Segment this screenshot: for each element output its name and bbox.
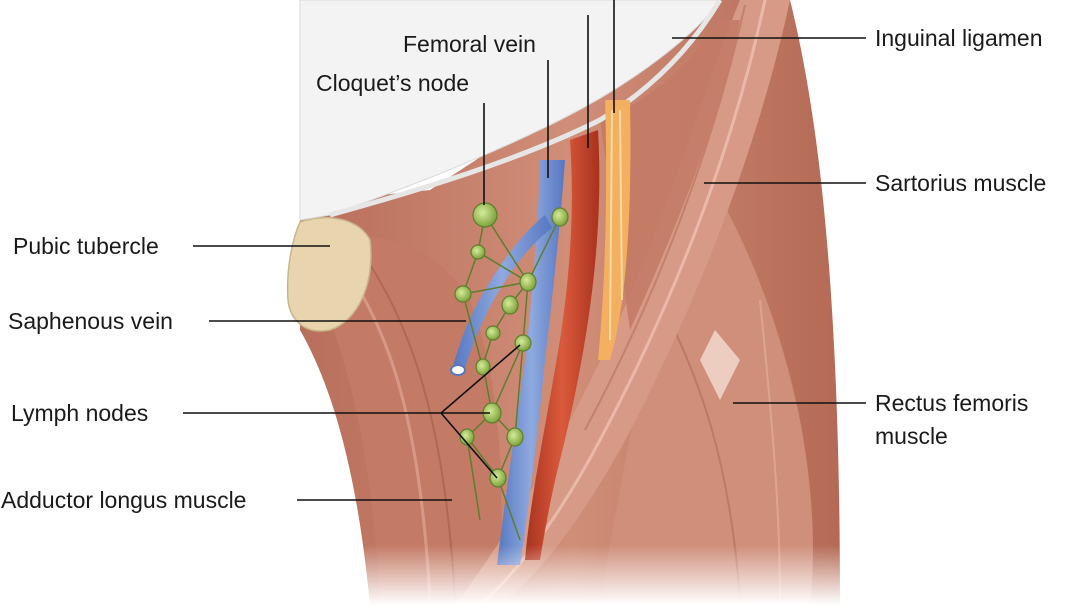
leader-lymph-nodes-branch-c [440,412,498,479]
label-sartorius-muscle: Sartorius muscle [875,170,1046,196]
femoral-vein [497,160,565,565]
label-rectus-femoris-line1: Rectus femoris [875,390,1028,416]
label-femoral-vein: Femoral vein [403,31,536,57]
label-cloquets-node: Cloquet’s node [316,70,469,96]
lymph-node-cluster [454,202,569,488]
lymph-node [470,244,486,260]
label-adductor-longus-muscle: Adductor longus muscle [1,487,246,513]
label-pubic-tubercle: Pubic tubercle [13,233,159,259]
label-rectus-femoris-line2: muscle [875,423,948,449]
adductor-longus-muscle [320,236,502,605]
label-saphenous-vein: Saphenous vein [8,308,173,334]
lymph-node [506,427,524,447]
label-lymph-nodes: Lymph nodes [11,400,148,426]
femoral-artery [525,130,600,560]
rectus-femoris-muscle [600,150,813,605]
leader-lymph-nodes-branch-a [440,344,521,414]
lymph-node [551,207,569,227]
lymph-node [519,272,537,292]
saphenous-vein [452,215,552,372]
sartorius-muscle [455,0,790,605]
lymph-node [475,358,491,376]
abdominal-fascia [299,0,721,221]
label-inguinal-ligament: Inguinal ligamen [875,25,1043,51]
anatomy-artwork [286,0,860,605]
lymph-node [514,334,532,352]
lymph-node [485,325,501,341]
labels: Femoral vein Cloquet’s node Inguinal lig… [1,25,1046,513]
cloquets-node [472,202,498,228]
lymph-node [454,285,472,303]
lymph-node [459,428,475,446]
leader-lines [183,0,866,501]
lymph-node [501,295,519,315]
